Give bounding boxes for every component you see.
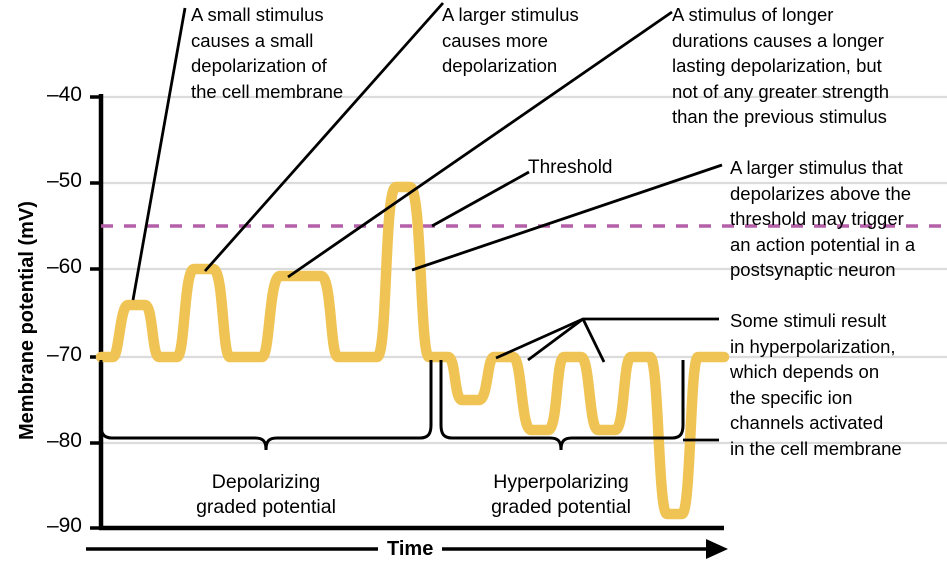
brace-label-depolarizing: Depolarizing graded potential: [196, 471, 336, 518]
y-axis-title: Membrane potential (mV): [16, 201, 38, 440]
leader-hyperpolar-3: [581, 318, 606, 363]
y-axis-ticks: [90, 95, 101, 530]
leader-threshold: [431, 170, 530, 228]
annotation-hyperpolarization: Some stimuli result in hyperpolarization…: [730, 310, 902, 459]
x-axis-title: Time: [378, 538, 443, 561]
y-tick-label--70: –70: [46, 343, 82, 366]
leader-larger-stimulus: [203, 2, 445, 272]
y-tick-label--60: –60: [46, 255, 82, 278]
leader-hyperpolar-1: [495, 317, 719, 360]
leader-lines: [131, 2, 723, 442]
membrane-potential-trace-hyperpolarizing: [435, 351, 730, 520]
leader-above-threshold: [411, 163, 723, 272]
annotation-small-stimulus: A small stimulus causes a small depolari…: [191, 4, 344, 102]
leader-longer-duration: [287, 10, 673, 279]
annotation-longer-duration: A stimulus of longer durations causes a …: [672, 4, 889, 127]
depolarizing-brace: [99, 360, 433, 451]
annotation-larger-stimulus: A larger stimulus causes more depolariza…: [442, 4, 579, 76]
y-tick-label--80: –80: [46, 429, 82, 452]
leader-small-stimulus: [131, 7, 187, 301]
y-tick-label--90: –90: [46, 514, 82, 537]
hyperpolarizing-brace: [439, 360, 685, 451]
annotation-above-threshold: A larger stimulus that depolarizes above…: [730, 157, 916, 280]
threshold-label: Threshold: [528, 157, 613, 178]
brace-label-hyperpolarizing: Hyperpolarizing graded potential: [491, 471, 631, 518]
y-tick-label--40: –40: [46, 83, 82, 106]
axes: [98, 94, 724, 531]
leader-hyperpolar-2: [527, 317, 584, 362]
y-tick-label--50: –50: [46, 169, 82, 192]
membrane-potential-trace: [95, 181, 447, 363]
